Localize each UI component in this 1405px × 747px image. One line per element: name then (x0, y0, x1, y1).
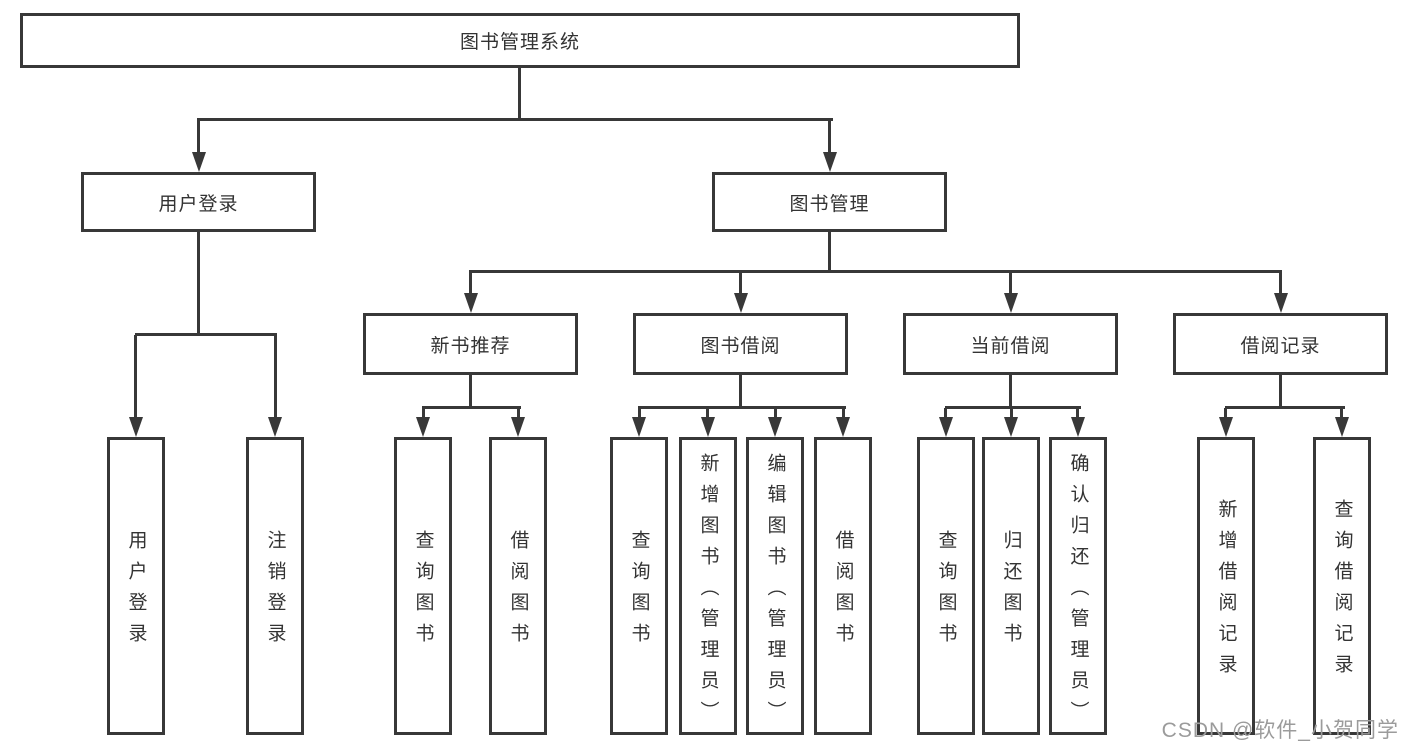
connector-line (469, 272, 472, 296)
node-confirm-return-admin: 确认归还（管理员） (1049, 437, 1107, 735)
node-query-books-current: 查询图书 (917, 437, 975, 735)
node-user-login-group: 用户登录 (81, 172, 316, 232)
connector-records-split (1225, 406, 1345, 409)
connector-line (134, 335, 137, 420)
arrowhead-leaf (632, 417, 646, 437)
node-borrow-records: 借阅记录 (1173, 313, 1388, 375)
node-query-books-current-label: 查询图书 (935, 530, 957, 654)
node-edit-book-admin: 编辑图书（管理员） (746, 437, 804, 735)
node-add-borrow-record-label: 新增借阅记录 (1215, 499, 1237, 685)
node-borrow-books-recommend-label: 借阅图书 (507, 530, 529, 654)
node-borrow-records-label: 借阅记录 (1240, 335, 1321, 357)
connector-user-login-stem (197, 232, 200, 335)
node-query-books-borrow: 查询图书 (610, 437, 668, 735)
node-borrow-books-borrow-label: 借阅图书 (832, 530, 854, 654)
connector-borrow-split (638, 406, 846, 409)
arrowhead-to-book-management (823, 152, 837, 172)
arrowhead-to-borrow-records (1274, 293, 1288, 313)
connector-root-stem (518, 66, 521, 120)
node-query-borrow-record: 查询借阅记录 (1313, 437, 1371, 735)
arrowhead-leaf (1335, 417, 1349, 437)
connector-line (944, 408, 947, 420)
node-confirm-return-admin-label: 确认归还（管理员） (1067, 452, 1089, 732)
arrowhead-leaf (836, 417, 850, 437)
arrowhead-leaf (511, 417, 525, 437)
connector-user-login-split (135, 333, 277, 336)
arrowhead-leaf (939, 417, 953, 437)
connector-line (638, 408, 641, 420)
node-book-borrow-label: 图书借阅 (700, 335, 781, 357)
node-return-book-label: 归还图书 (1000, 530, 1022, 654)
connector-line (1340, 408, 1343, 420)
arrowhead-to-login (129, 417, 143, 437)
arrowhead-to-book-borrow (734, 293, 748, 313)
connector-recommend-stem (469, 375, 472, 408)
connector-root-split (197, 118, 833, 121)
node-query-borrow-record-label: 查询借阅记录 (1331, 499, 1353, 685)
connector-book-mgmt-split (469, 270, 1282, 273)
node-return-book: 归还图书 (982, 437, 1040, 735)
node-borrow-books-recommend: 借阅图书 (489, 437, 547, 735)
connector-line (1010, 408, 1013, 420)
arrowhead-to-current-borrow (1004, 293, 1018, 313)
connector-line (274, 335, 277, 420)
node-current-borrow-label: 当前借阅 (970, 335, 1051, 357)
node-borrow-books-borrow: 借阅图书 (814, 437, 872, 735)
node-book-management: 图书管理 (712, 172, 947, 232)
node-edit-book-admin-label: 编辑图书（管理员） (764, 452, 786, 732)
connector-current-stem (1009, 375, 1012, 408)
connector-line (706, 408, 709, 420)
connector-line (1224, 408, 1227, 420)
arrowhead-leaf (768, 417, 782, 437)
node-book-borrow: 图书借阅 (633, 313, 848, 375)
node-query-books-recommend: 查询图书 (394, 437, 452, 735)
node-query-books-borrow-label: 查询图书 (628, 530, 650, 654)
connector-line (739, 272, 742, 296)
connector-line (1076, 408, 1079, 420)
node-new-book-recommend-label: 新书推荐 (430, 335, 511, 357)
node-root-label: 图书管理系统 (459, 32, 580, 53)
connector-line (774, 408, 777, 420)
connector-borrow-stem (739, 375, 742, 408)
node-add-book-admin-label: 新增图书（管理员） (697, 452, 719, 732)
node-login-label: 用户登录 (125, 530, 147, 654)
arrowhead-leaf (701, 417, 715, 437)
csdn-watermark: CSDN @软件_小贺同学 (1161, 719, 1399, 742)
node-query-books-recommend-label: 查询图书 (412, 530, 434, 654)
connector-recommend-split (422, 406, 521, 409)
arrowhead-to-user-login (192, 152, 206, 172)
connector-book-mgmt-stem (828, 232, 831, 272)
arrowhead-leaf (1004, 417, 1018, 437)
node-logout-label: 注销登录 (264, 530, 286, 654)
arrowhead-leaf (1219, 417, 1233, 437)
connector-records-stem (1279, 375, 1282, 408)
connector-line (422, 408, 425, 420)
arrowhead-leaf (1071, 417, 1085, 437)
node-logout: 注销登录 (246, 437, 304, 735)
connector-line (842, 408, 845, 420)
connector-line (1279, 272, 1282, 296)
node-login: 用户登录 (107, 437, 165, 735)
arrowhead-leaf (416, 417, 430, 437)
node-add-book-admin: 新增图书（管理员） (679, 437, 737, 735)
arrowhead-to-logout (268, 417, 282, 437)
connector-line (828, 120, 831, 155)
connector-line (1009, 272, 1012, 296)
node-book-management-label: 图书管理 (789, 193, 870, 215)
connector-current-split (945, 406, 1081, 409)
node-add-borrow-record: 新增借阅记录 (1197, 437, 1255, 735)
connector-line (517, 408, 520, 420)
node-root: 图书管理系统 (20, 13, 1020, 68)
arrowhead-to-new-book-recommend (464, 293, 478, 313)
node-current-borrow: 当前借阅 (903, 313, 1118, 375)
node-new-book-recommend: 新书推荐 (363, 313, 578, 375)
node-user-login-group-label: 用户登录 (158, 193, 239, 215)
connector-line (197, 120, 200, 155)
